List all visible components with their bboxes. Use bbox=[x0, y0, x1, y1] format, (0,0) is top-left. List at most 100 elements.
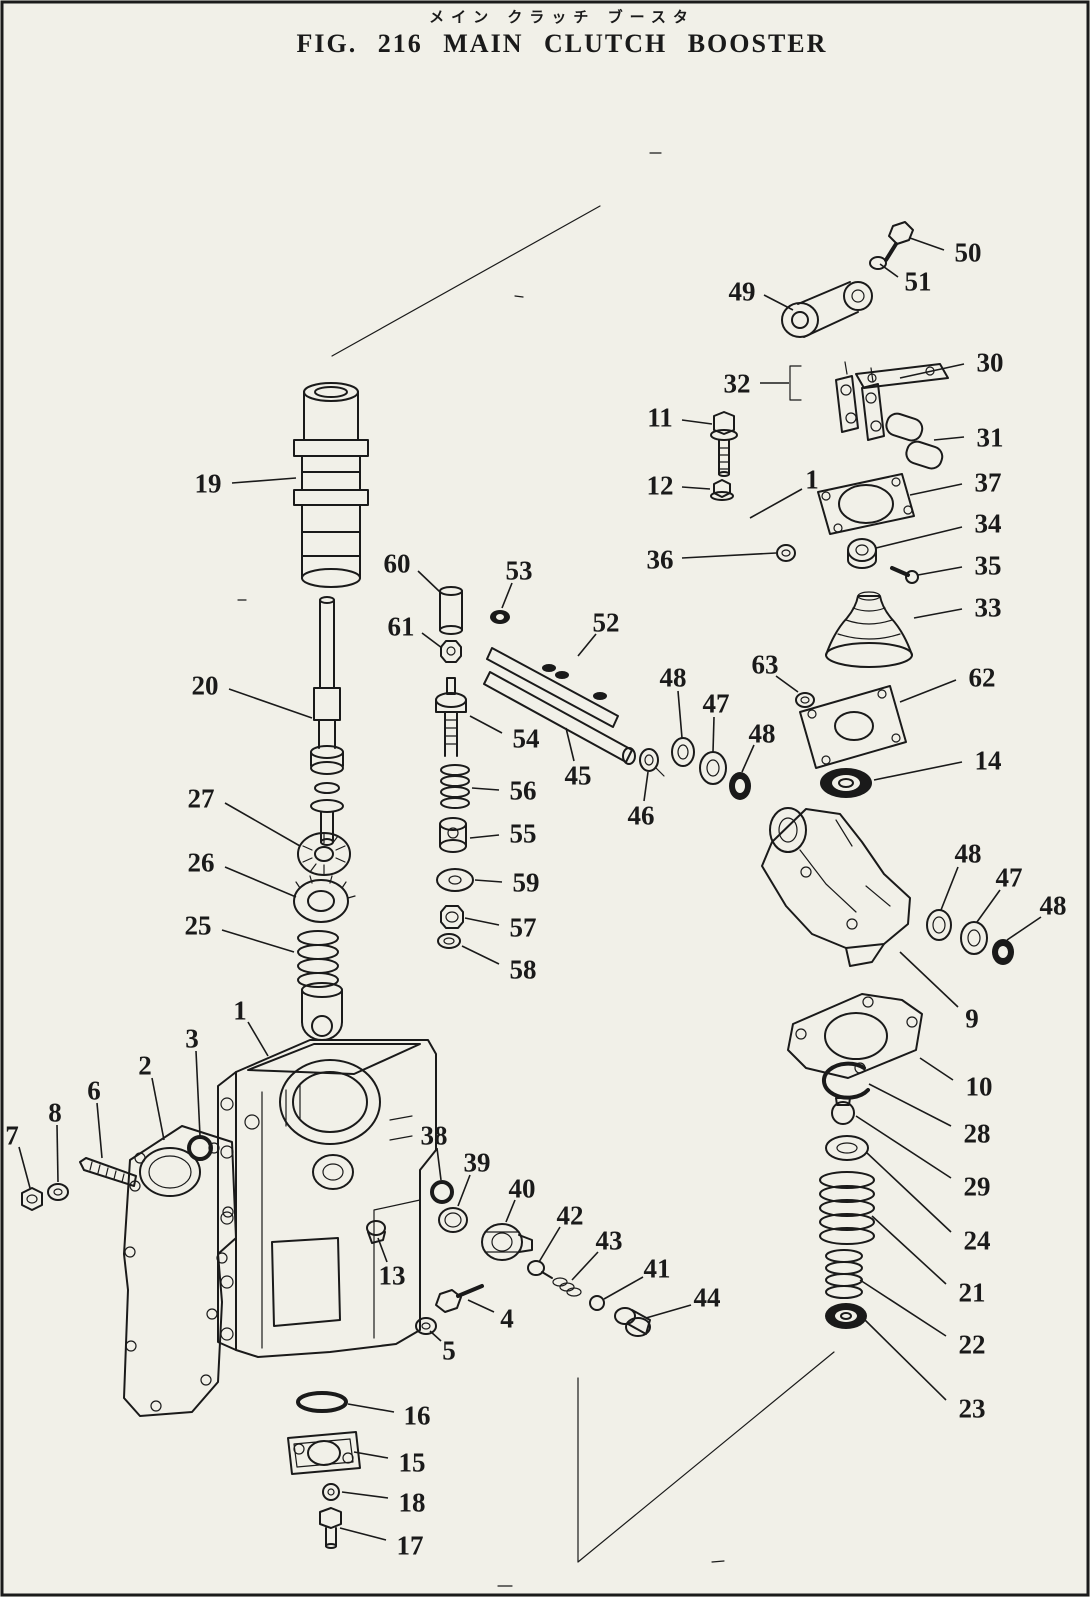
part-1-booster-housing bbox=[217, 1039, 437, 1358]
callout-48-37: 48 bbox=[955, 838, 982, 868]
callout-10-41: 10 bbox=[966, 1071, 993, 1101]
part-51-washer bbox=[869, 256, 887, 270]
leader-line-24-44 bbox=[865, 1151, 952, 1233]
figure-title-japanese: メイン クラッチ ブースタ bbox=[429, 8, 695, 26]
callout-51-1: 51 bbox=[905, 266, 932, 296]
leader-line-3-49 bbox=[195, 1050, 201, 1137]
leader-line-33-13 bbox=[913, 608, 963, 619]
part-48-seal-ring-a bbox=[671, 737, 695, 767]
part-62-plate bbox=[799, 685, 907, 769]
part-47-ring-b bbox=[960, 921, 988, 955]
part-41-ball bbox=[589, 1295, 605, 1311]
callout-12-8: 12 bbox=[647, 470, 674, 500]
part-47-ring-a bbox=[699, 751, 727, 785]
callout-14-16: 14 bbox=[975, 745, 1002, 775]
part-48-seal-ring-b bbox=[729, 772, 751, 800]
leader-line-45-27 bbox=[565, 727, 575, 762]
leader-line-50-0 bbox=[909, 237, 945, 251]
callout-8-52: 8 bbox=[48, 1097, 62, 1127]
callout-41-60: 41 bbox=[644, 1253, 671, 1283]
part-30-plate bbox=[855, 363, 949, 389]
part-8-washer bbox=[47, 1183, 69, 1201]
part-39-ring bbox=[438, 1207, 468, 1233]
part-23-seal-ring bbox=[825, 1303, 867, 1329]
leader-line-47-35 bbox=[712, 716, 715, 753]
leader-line-51-1 bbox=[879, 263, 899, 278]
callout-46-33: 46 bbox=[628, 800, 655, 830]
callout-18-66: 18 bbox=[399, 1487, 426, 1517]
part-48-seal-ring-d bbox=[992, 939, 1014, 965]
callout-13-59: 13 bbox=[379, 1260, 406, 1290]
leader-line-53-23 bbox=[501, 582, 513, 609]
callout-32-4: 32 bbox=[724, 368, 751, 398]
leader-line-8-52 bbox=[56, 1124, 59, 1183]
leader-line-39-55 bbox=[457, 1174, 471, 1207]
leader-line-6-51 bbox=[96, 1102, 103, 1159]
callout-48-39: 48 bbox=[1040, 890, 1067, 920]
leader-line-54-26 bbox=[469, 715, 503, 734]
part-18-washer bbox=[322, 1483, 340, 1501]
callout-54-26: 54 bbox=[513, 723, 540, 753]
callout-33-13: 33 bbox=[975, 592, 1002, 622]
part-37-gasket bbox=[817, 473, 915, 535]
leader-line-25-21 bbox=[221, 929, 295, 953]
leader-line-48-39 bbox=[1006, 916, 1042, 941]
callout-61-24: 61 bbox=[388, 611, 415, 641]
callout-20-18: 20 bbox=[192, 670, 219, 700]
part-44-plug bbox=[614, 1307, 651, 1337]
callout-9-40: 9 bbox=[965, 1003, 979, 1033]
leader-line-20-18 bbox=[228, 688, 313, 719]
part-42-fitting bbox=[527, 1260, 553, 1279]
part-38-o-ring bbox=[430, 1180, 454, 1204]
part-45-push-rod bbox=[483, 671, 636, 765]
callout-49-2: 49 bbox=[729, 276, 756, 306]
leader-line-18-66 bbox=[341, 1491, 389, 1499]
leader-line-62-15 bbox=[899, 679, 957, 703]
leader-line-7-53 bbox=[18, 1146, 31, 1189]
leader-line-9-40 bbox=[899, 951, 959, 1008]
callout-26-20: 26 bbox=[188, 847, 215, 877]
leader-line-2-50 bbox=[151, 1077, 165, 1141]
part-16-o-ring bbox=[296, 1391, 348, 1413]
part-15-cover-plate bbox=[287, 1431, 361, 1475]
leader-line-44-61 bbox=[645, 1304, 692, 1319]
leader-line-59-30 bbox=[474, 879, 503, 883]
part-9-bracket bbox=[761, 807, 911, 967]
leader-line-10-41 bbox=[919, 1057, 954, 1081]
callout-31-5: 31 bbox=[977, 422, 1004, 452]
part-13-plug bbox=[366, 1220, 386, 1244]
leader-line-11-6 bbox=[681, 419, 713, 425]
callout-21-45: 21 bbox=[959, 1277, 986, 1307]
leader-line-40-56 bbox=[505, 1199, 516, 1223]
leader-line-30-3 bbox=[899, 363, 965, 379]
leader-line-37-7 bbox=[909, 483, 963, 496]
leader-line-28-42 bbox=[868, 1083, 952, 1127]
part-6-bolt bbox=[79, 1157, 137, 1187]
leader-line-5-63 bbox=[429, 1330, 442, 1342]
callout-45-27: 45 bbox=[565, 760, 592, 790]
part-55-retainer bbox=[439, 817, 467, 853]
part-7-nut bbox=[21, 1187, 43, 1211]
leader-line-48-34 bbox=[677, 690, 683, 739]
callout-28-42: 28 bbox=[964, 1118, 991, 1148]
callout-47-38: 47 bbox=[996, 862, 1023, 892]
callout-42-57: 42 bbox=[557, 1200, 584, 1230]
part-61-nut bbox=[440, 640, 462, 663]
leader-line-21-45 bbox=[871, 1215, 947, 1285]
part-32-plates bbox=[789, 361, 885, 441]
part-26-castle-nut bbox=[293, 875, 356, 923]
leader-line-52-25 bbox=[577, 633, 597, 657]
callout-23-47: 23 bbox=[959, 1393, 986, 1423]
callout-38-54: 38 bbox=[421, 1120, 448, 1150]
callout-48-36: 48 bbox=[749, 718, 776, 748]
leader-line-49-2 bbox=[763, 294, 794, 311]
part-34-nut bbox=[847, 538, 877, 569]
callout-37-7: 37 bbox=[975, 467, 1002, 497]
part-46-valve bbox=[639, 748, 665, 777]
part-35-screw bbox=[890, 566, 919, 584]
callout-25-21: 25 bbox=[185, 910, 212, 940]
part-21-spring bbox=[819, 1171, 875, 1245]
callout-62-15: 62 bbox=[969, 662, 996, 692]
